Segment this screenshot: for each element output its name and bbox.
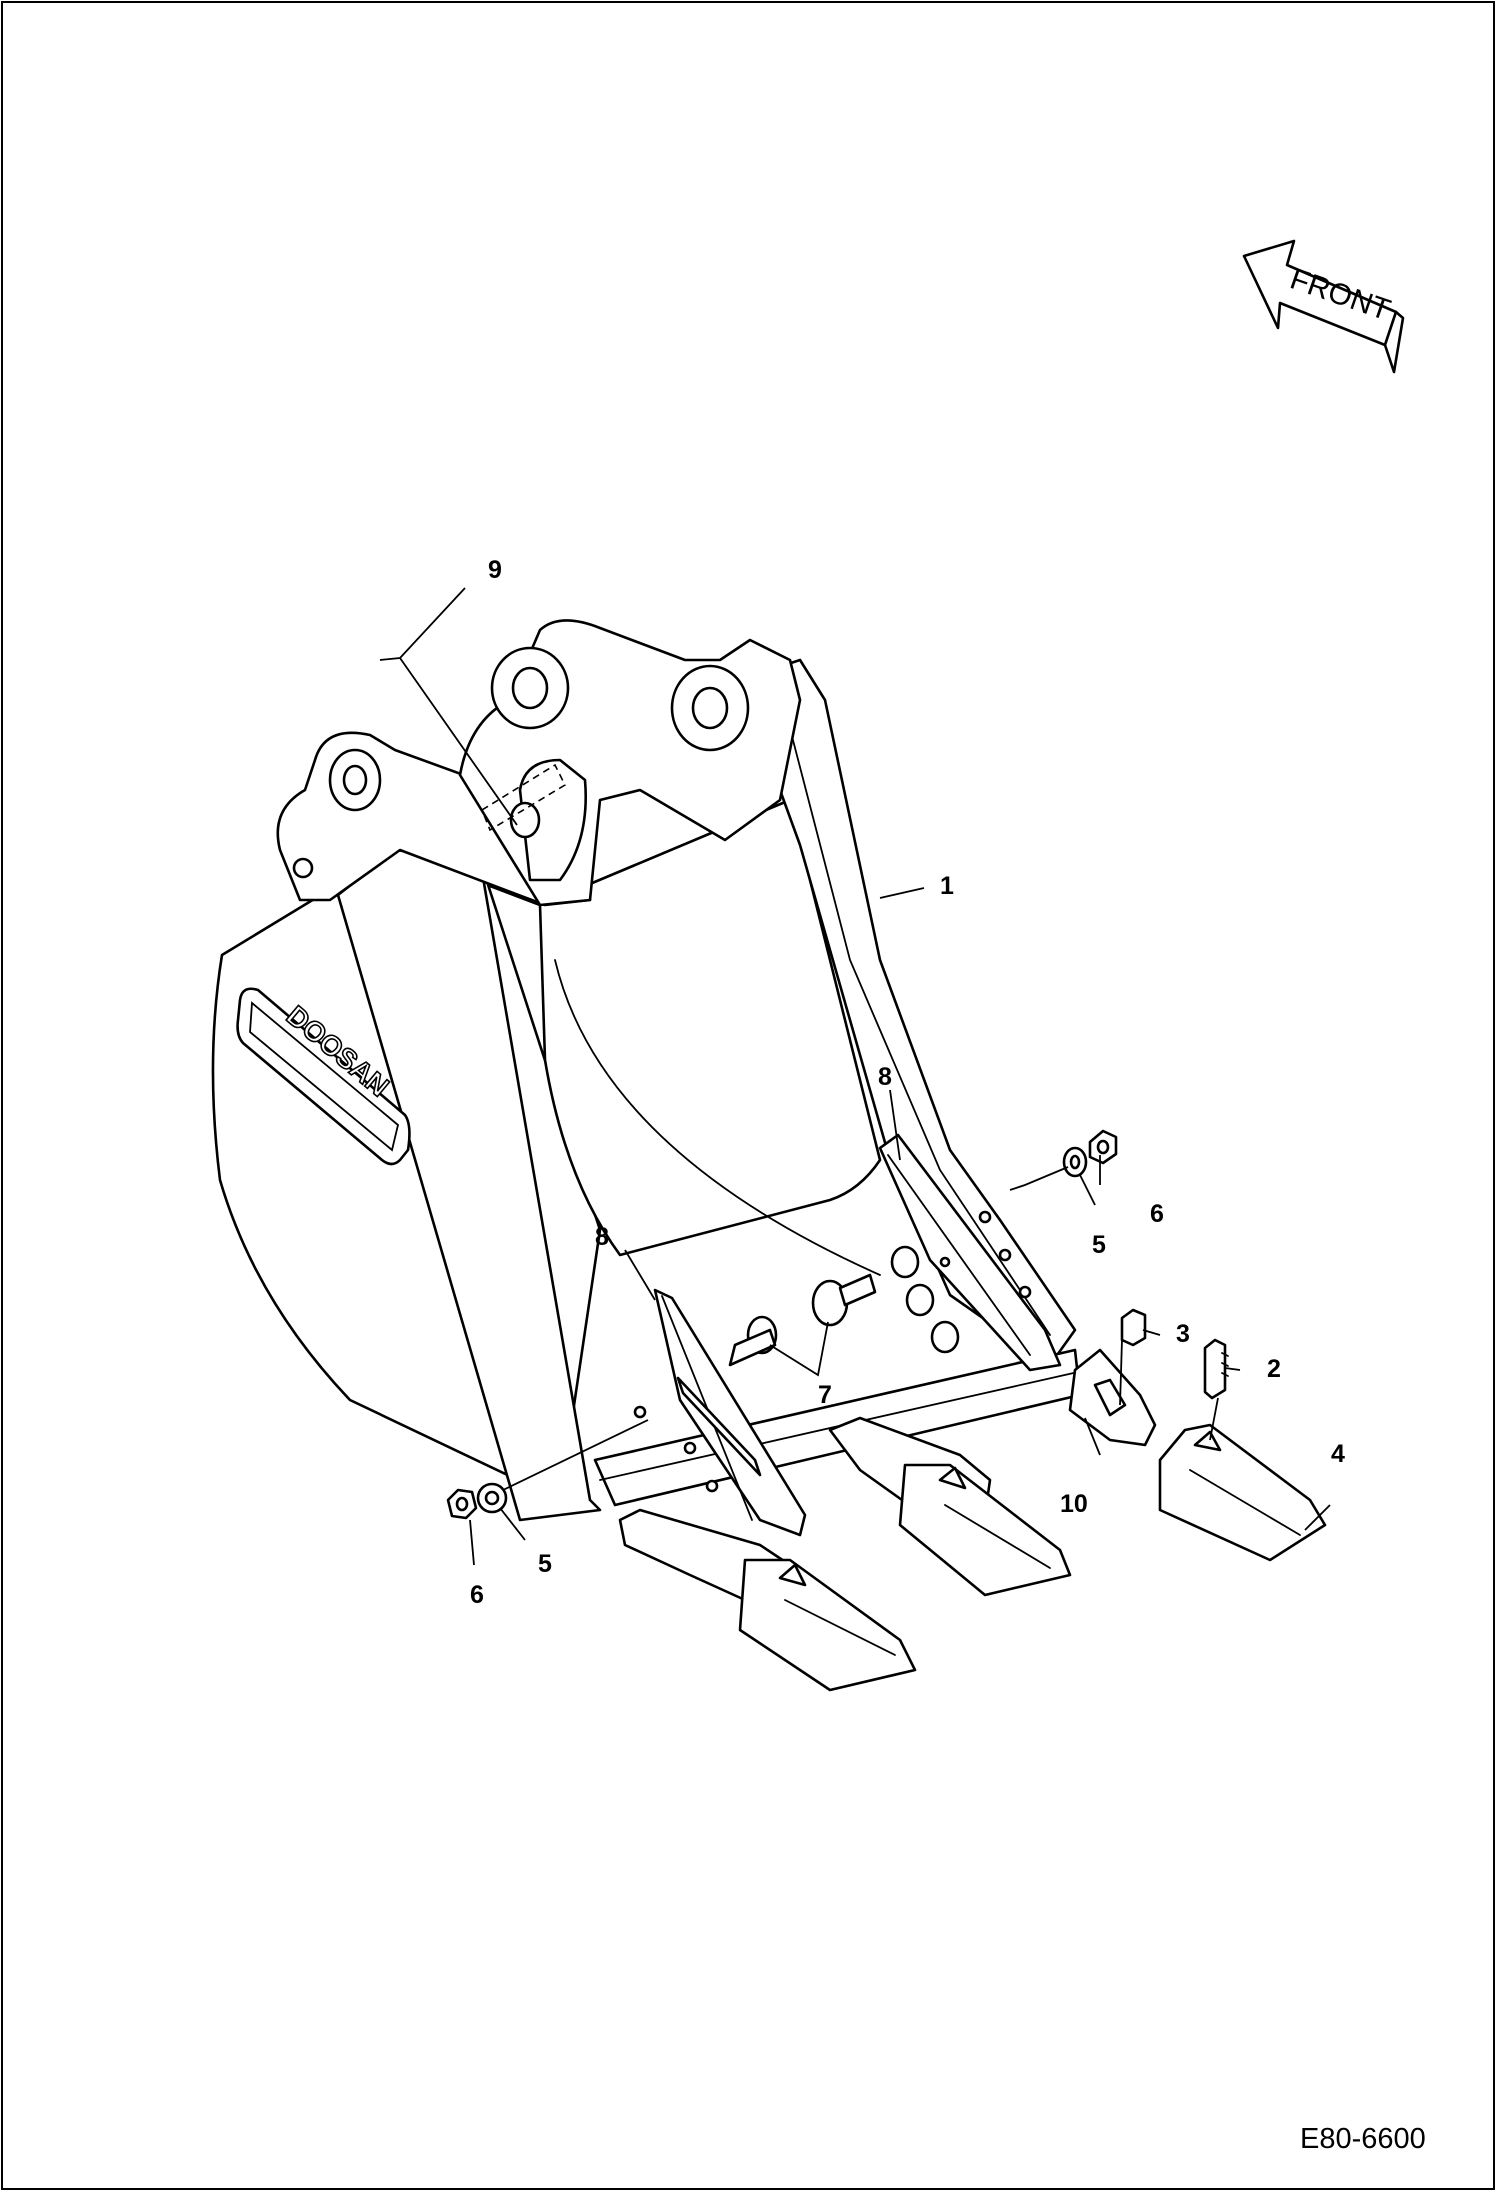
callout-8-upper: 8 — [878, 1063, 892, 1091]
tooth-assembly-middle-icon — [828, 1416, 1072, 1597]
callout-5-right: 5 — [1092, 1231, 1106, 1259]
callout-6-right: 6 — [1150, 1200, 1164, 1228]
washer-right-icon — [1062, 1146, 1088, 1178]
tooth-assembly-left-icon — [618, 1508, 917, 1692]
tooth-pin-icon — [1203, 1338, 1229, 1400]
leader-lines — [379, 587, 1331, 1566]
side-cutter-right-icon — [878, 1133, 1062, 1372]
bolt-upper-icon — [811, 1273, 877, 1327]
hidden-edge-dashed — [481, 763, 567, 832]
tooth-lock-icon — [1120, 1308, 1147, 1347]
nut-left-icon — [446, 1488, 478, 1520]
tooth-point-right-icon — [1158, 1423, 1327, 1562]
callout-6-left: 6 — [470, 1581, 484, 1609]
callout-10: 10 — [1060, 1490, 1088, 1518]
callout-7: 7 — [818, 1381, 832, 1409]
right-mount-bracket-icon — [458, 619, 802, 907]
callout-5-left: 5 — [538, 1550, 552, 1578]
nut-right-icon — [1088, 1129, 1118, 1165]
bolt-lower-icon — [728, 1315, 778, 1367]
callout-3: 3 — [1176, 1320, 1190, 1348]
callout-4: 4 — [1331, 1440, 1345, 1468]
callout-9: 9 — [488, 556, 502, 584]
callout-8-lower: 8 — [595, 1223, 609, 1251]
callout-2: 2 — [1267, 1355, 1281, 1383]
reference-code: E80-6600 — [1300, 2123, 1426, 2155]
tooth-adapter-right-icon — [1068, 1348, 1157, 1447]
edge-bolt-holes-icon — [890, 1245, 960, 1354]
side-cutter-left-icon — [633, 1288, 807, 1537]
front-direction-arrow: FRONT — [1242, 239, 1405, 374]
callout-1: 1 — [940, 872, 954, 900]
washer-left-icon — [476, 1482, 508, 1514]
